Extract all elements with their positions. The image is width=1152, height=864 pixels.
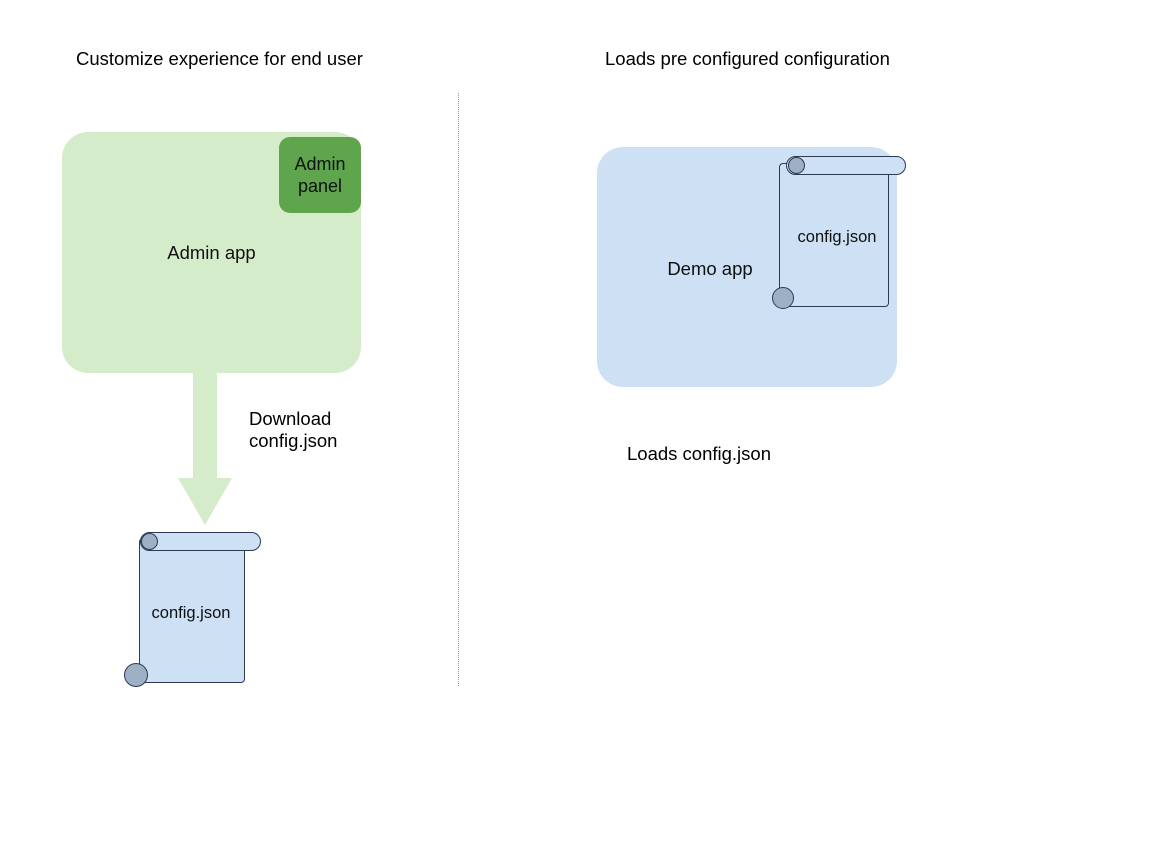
- document-top-curl-icon: [788, 157, 805, 174]
- document-top-curl-icon: [141, 533, 158, 550]
- left-column-title: Customize experience for end user: [76, 48, 363, 69]
- admin-app-label: Admin app: [167, 242, 256, 263]
- document-label: config.json: [797, 228, 877, 246]
- document-bottom-curl-icon: [772, 287, 794, 309]
- right-column-title: Loads pre configured configuration: [605, 48, 890, 69]
- document-label: config.json: [151, 604, 231, 622]
- demo-app-label: Demo app: [667, 258, 753, 279]
- download-arrow-icon: [178, 372, 232, 525]
- admin-panel-badge[interactable]: Admin panel: [279, 137, 361, 213]
- document-body: [139, 538, 245, 683]
- document-top-roll: [140, 532, 261, 551]
- document-top-roll: [786, 156, 906, 175]
- admin-panel-label: Admin panel: [294, 154, 346, 196]
- document-bottom-curl-icon: [124, 663, 148, 687]
- demo-app-box: Demo app: [597, 147, 897, 387]
- column-divider: [458, 93, 459, 686]
- loads-config-caption: Loads config.json: [627, 443, 771, 464]
- download-arrow-label: Download config.json: [249, 408, 338, 451]
